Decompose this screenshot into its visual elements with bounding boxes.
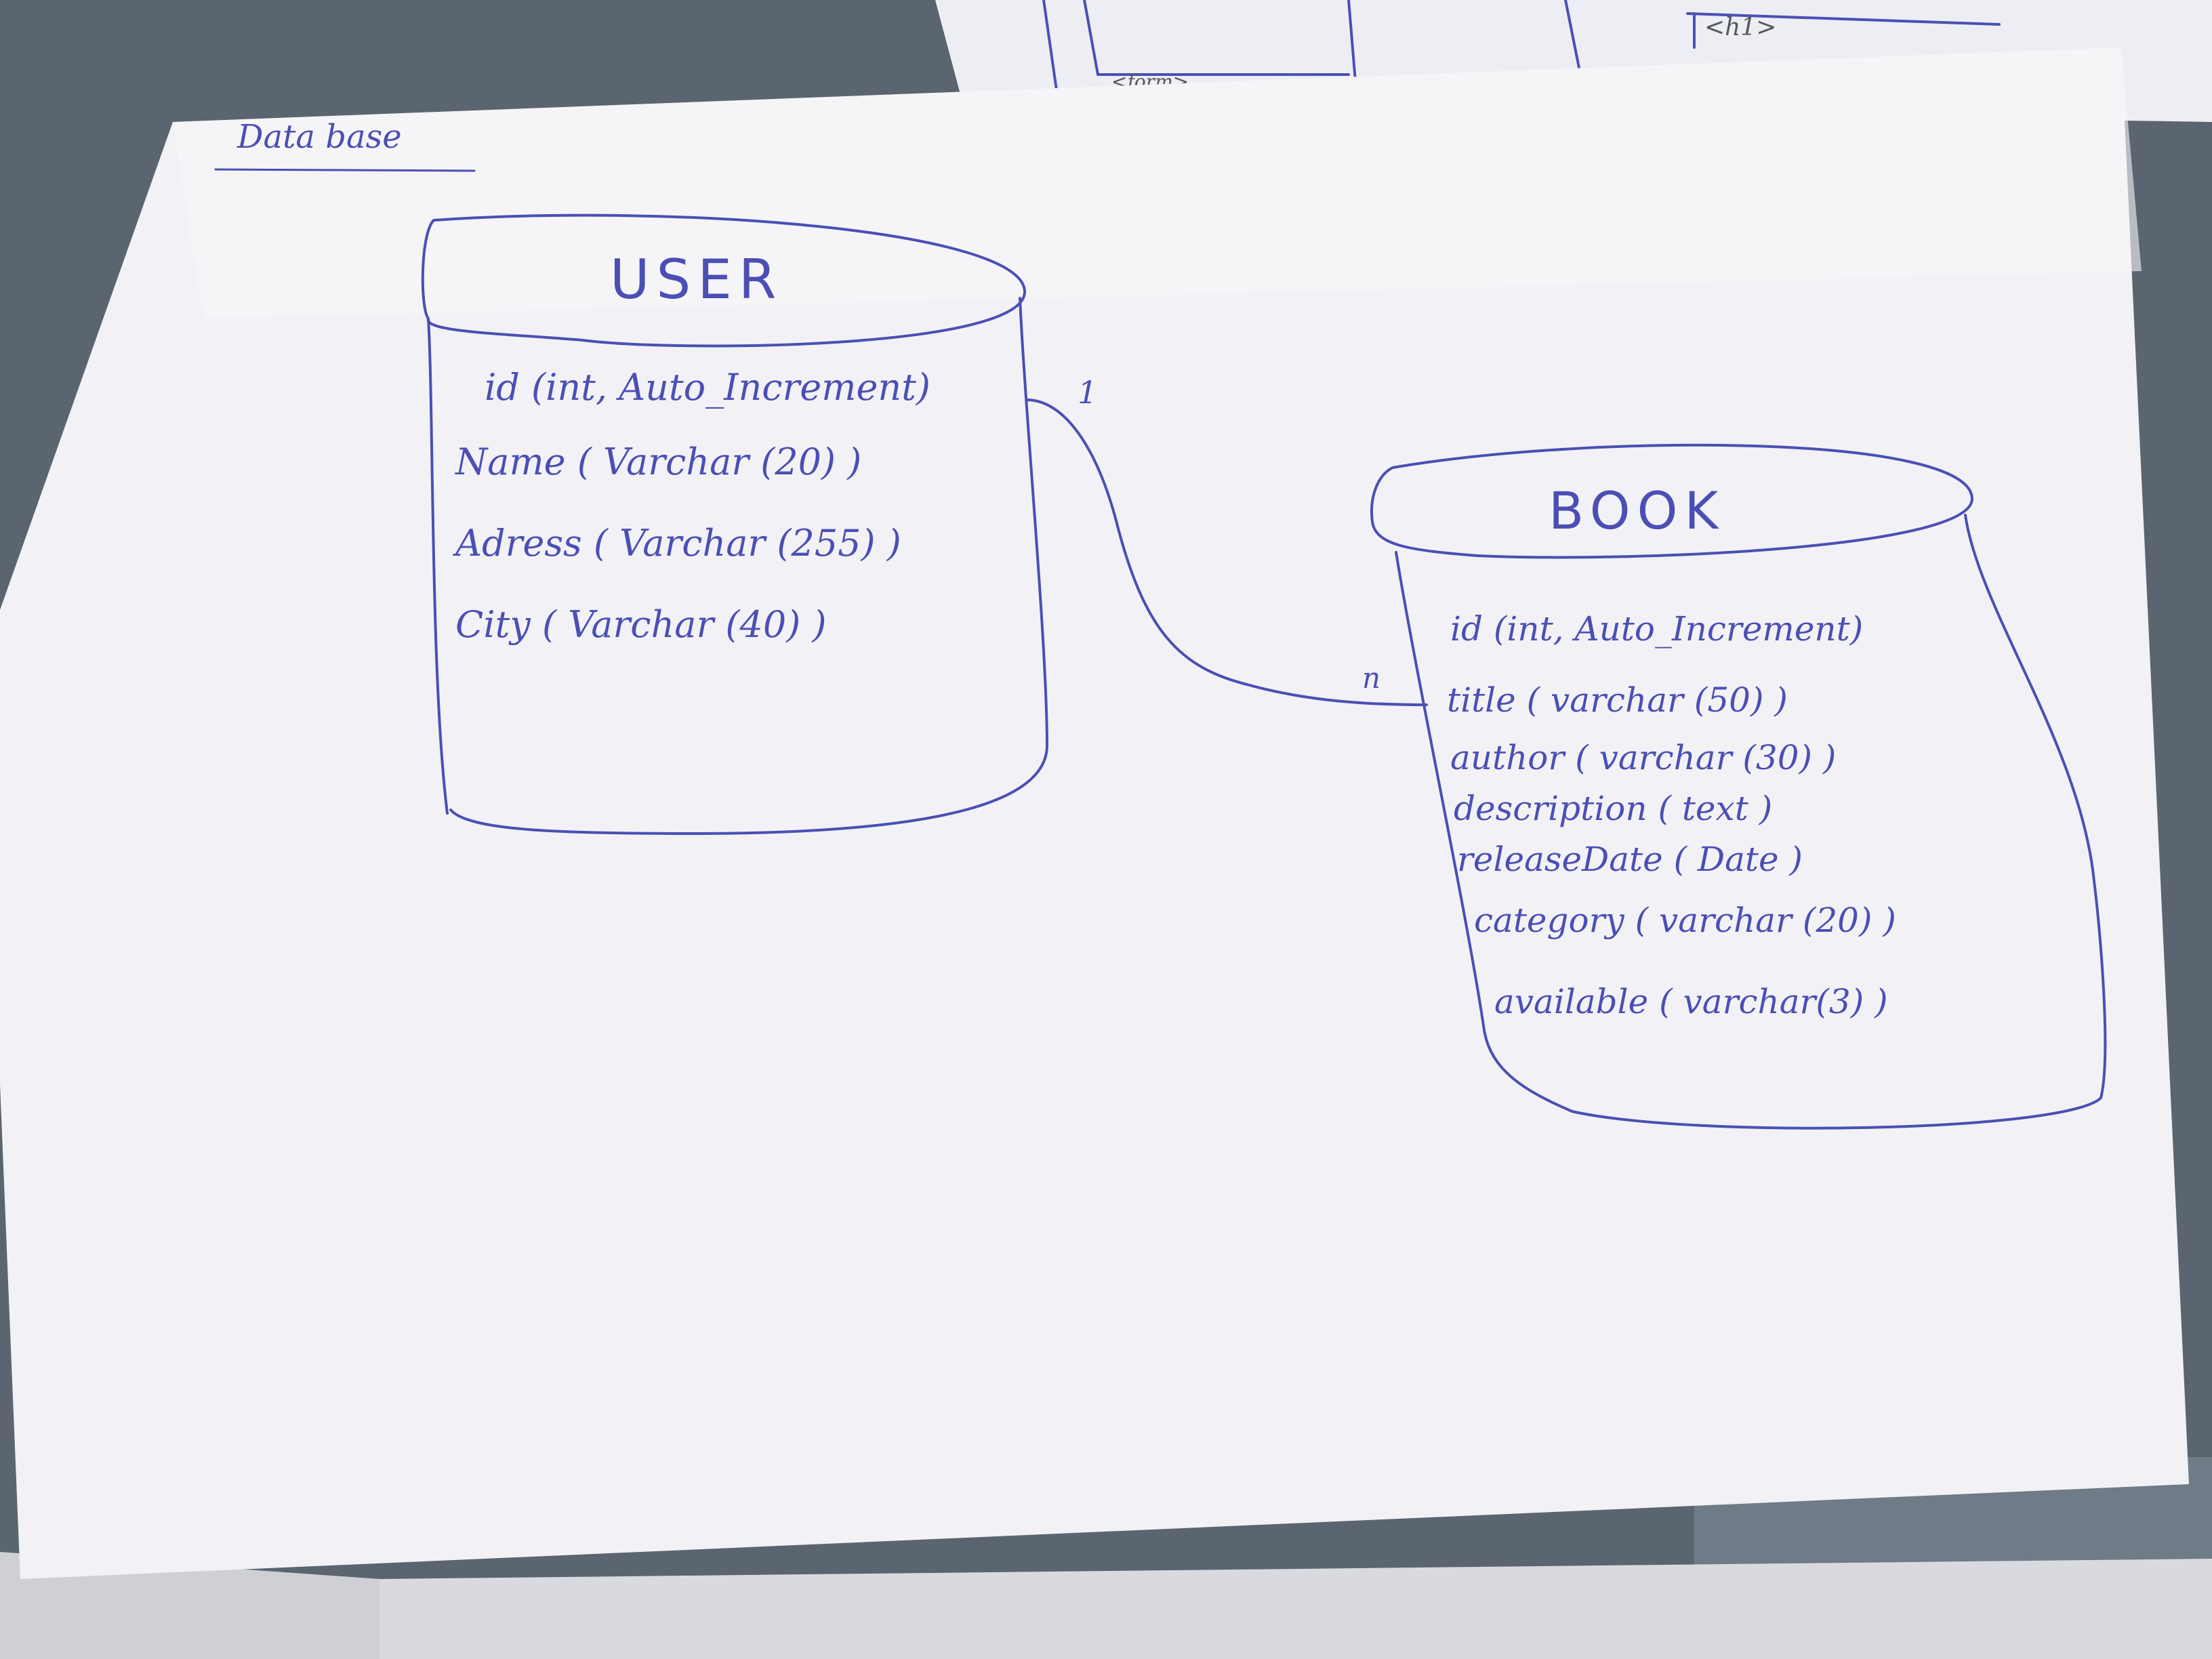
book-table: BOOK id (int, Auto_Increment) title ( va… bbox=[1370, 443, 2107, 1130]
sheet-title: Data base bbox=[237, 118, 402, 156]
background-sheet-sketch: <h1> <form> bbox=[1042, 0, 2001, 96]
book-field-title: title ( varchar (50) ) bbox=[1447, 680, 1788, 720]
book-table-name: BOOK bbox=[1549, 480, 1725, 541]
user-table-name: USER bbox=[610, 248, 783, 311]
book-field-author: author ( varchar (30) ) bbox=[1450, 738, 1836, 777]
paper-sheet bbox=[0, 47, 2189, 1579]
user-field-adress: Adress ( Varchar (255) ) bbox=[452, 522, 901, 565]
user-field-city: City ( Varchar (40) ) bbox=[455, 603, 827, 646]
user-field-name: Name ( Varchar (20) ) bbox=[454, 441, 861, 483]
book-field-releasedate: releaseDate ( Date ) bbox=[1457, 840, 1803, 879]
paper-stack-left bbox=[0, 1552, 380, 1659]
book-field-id: id (int, Auto_Increment) bbox=[1450, 609, 1863, 649]
relation-cardinality-user: 1 bbox=[1078, 374, 1097, 411]
user-cylinder-body bbox=[427, 297, 1048, 835]
paper-stack-bottom bbox=[380, 1559, 2212, 1659]
user-field-id: id (int, Auto_Increment) bbox=[485, 366, 930, 409]
bg-tag-h1: <h1> bbox=[1704, 14, 1776, 41]
book-field-available: available ( varchar(3) ) bbox=[1494, 982, 1888, 1021]
relation-line bbox=[1025, 398, 1428, 706]
book-cylinder-top bbox=[1370, 443, 1974, 559]
paper-highlight bbox=[173, 47, 2142, 319]
user-table: USER id (int, Auto_Increment) Name ( Var… bbox=[421, 213, 1048, 835]
relation-cardinality-book: n bbox=[1362, 661, 1380, 695]
book-cylinder-body bbox=[1395, 514, 2107, 1130]
book-field-category: category ( varchar (20) ) bbox=[1474, 901, 1896, 940]
title-underline bbox=[214, 168, 476, 172]
book-field-description: description ( text ) bbox=[1454, 789, 1772, 828]
